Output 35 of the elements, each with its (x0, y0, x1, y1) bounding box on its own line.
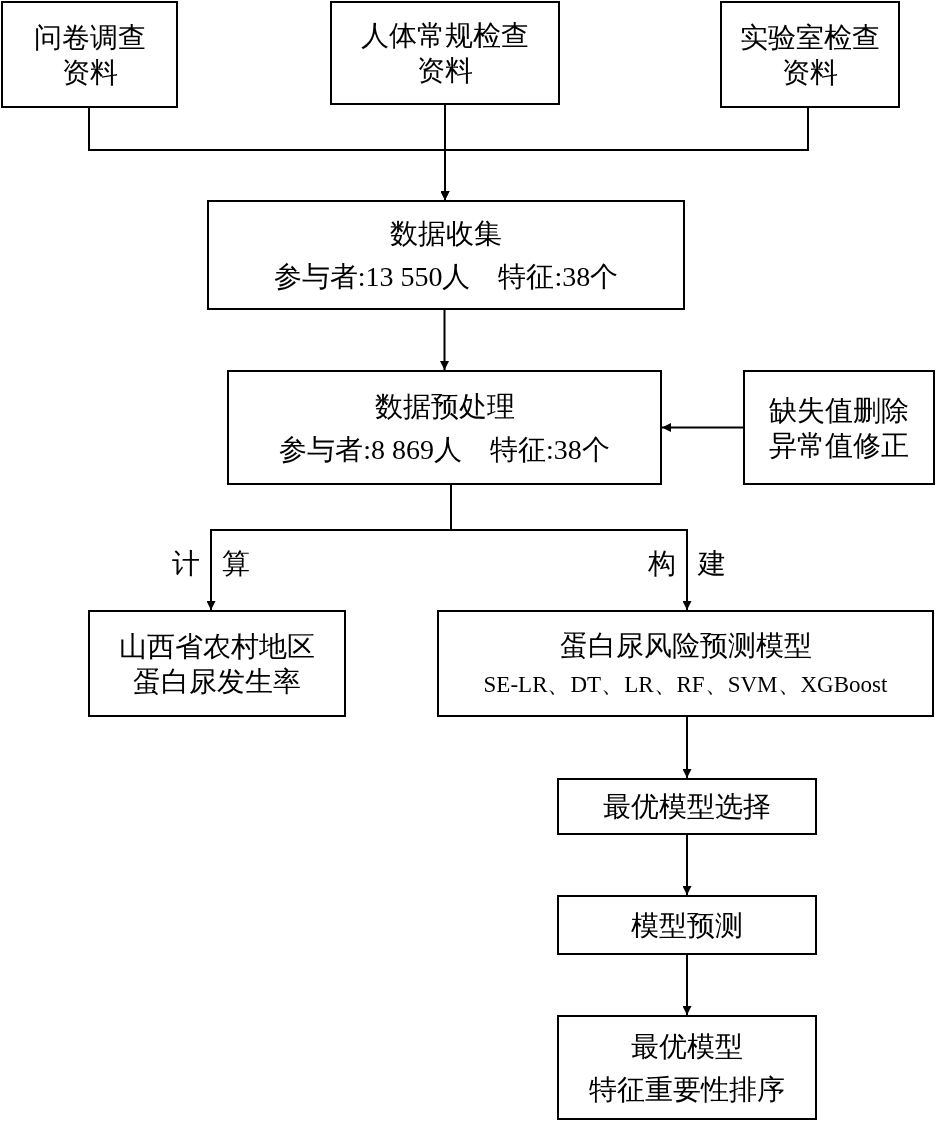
arrow (450, 484, 692, 611)
process-box (557, 895, 817, 955)
arrow (682, 954, 692, 1016)
box-detail: 参与者:13 550人 特征:38个 (273, 260, 619, 294)
box-title: 数据收集 (390, 217, 502, 251)
process-box (227, 370, 662, 485)
arrow (440, 309, 449, 371)
arrow (682, 834, 692, 896)
box-title: 缺失值删除异常值修正 (768, 393, 910, 463)
box-title: 实验室检查资料 (739, 20, 881, 90)
process-box (557, 778, 817, 835)
box-detail: SE-LR、DT、LR、RF、SVM、XGBoost (483, 670, 888, 699)
process-box (743, 370, 935, 485)
process-box (207, 200, 685, 310)
box-title: 蛋白尿风险预测模型 (559, 628, 812, 663)
arrow (440, 107, 809, 201)
box-title: 模型预测 (631, 908, 743, 943)
process-box (88, 610, 346, 717)
box-title: 最优模型 (631, 1029, 743, 1064)
edge-label: 构建 (648, 548, 748, 580)
edge-label: 计算 (172, 548, 272, 580)
process-box (1, 1, 178, 108)
arrow (682, 716, 692, 779)
box-title: 数据预处理 (374, 389, 515, 424)
box-title: 问卷调查资料 (32, 20, 147, 90)
arrow (661, 423, 744, 432)
box-title: 山西省农村地区蛋白尿发生率 (118, 629, 316, 699)
process-box (720, 1, 900, 108)
box-title: 最优模型选择 (603, 790, 771, 824)
box-detail: 参与者:8 869人 特征:38个 (279, 432, 610, 467)
process-box (557, 1015, 817, 1120)
process-box (437, 610, 934, 717)
box-title: 人体常规检查资料 (360, 19, 530, 88)
box-detail: 特征重要性排序 (589, 1072, 785, 1107)
process-box (330, 1, 560, 105)
